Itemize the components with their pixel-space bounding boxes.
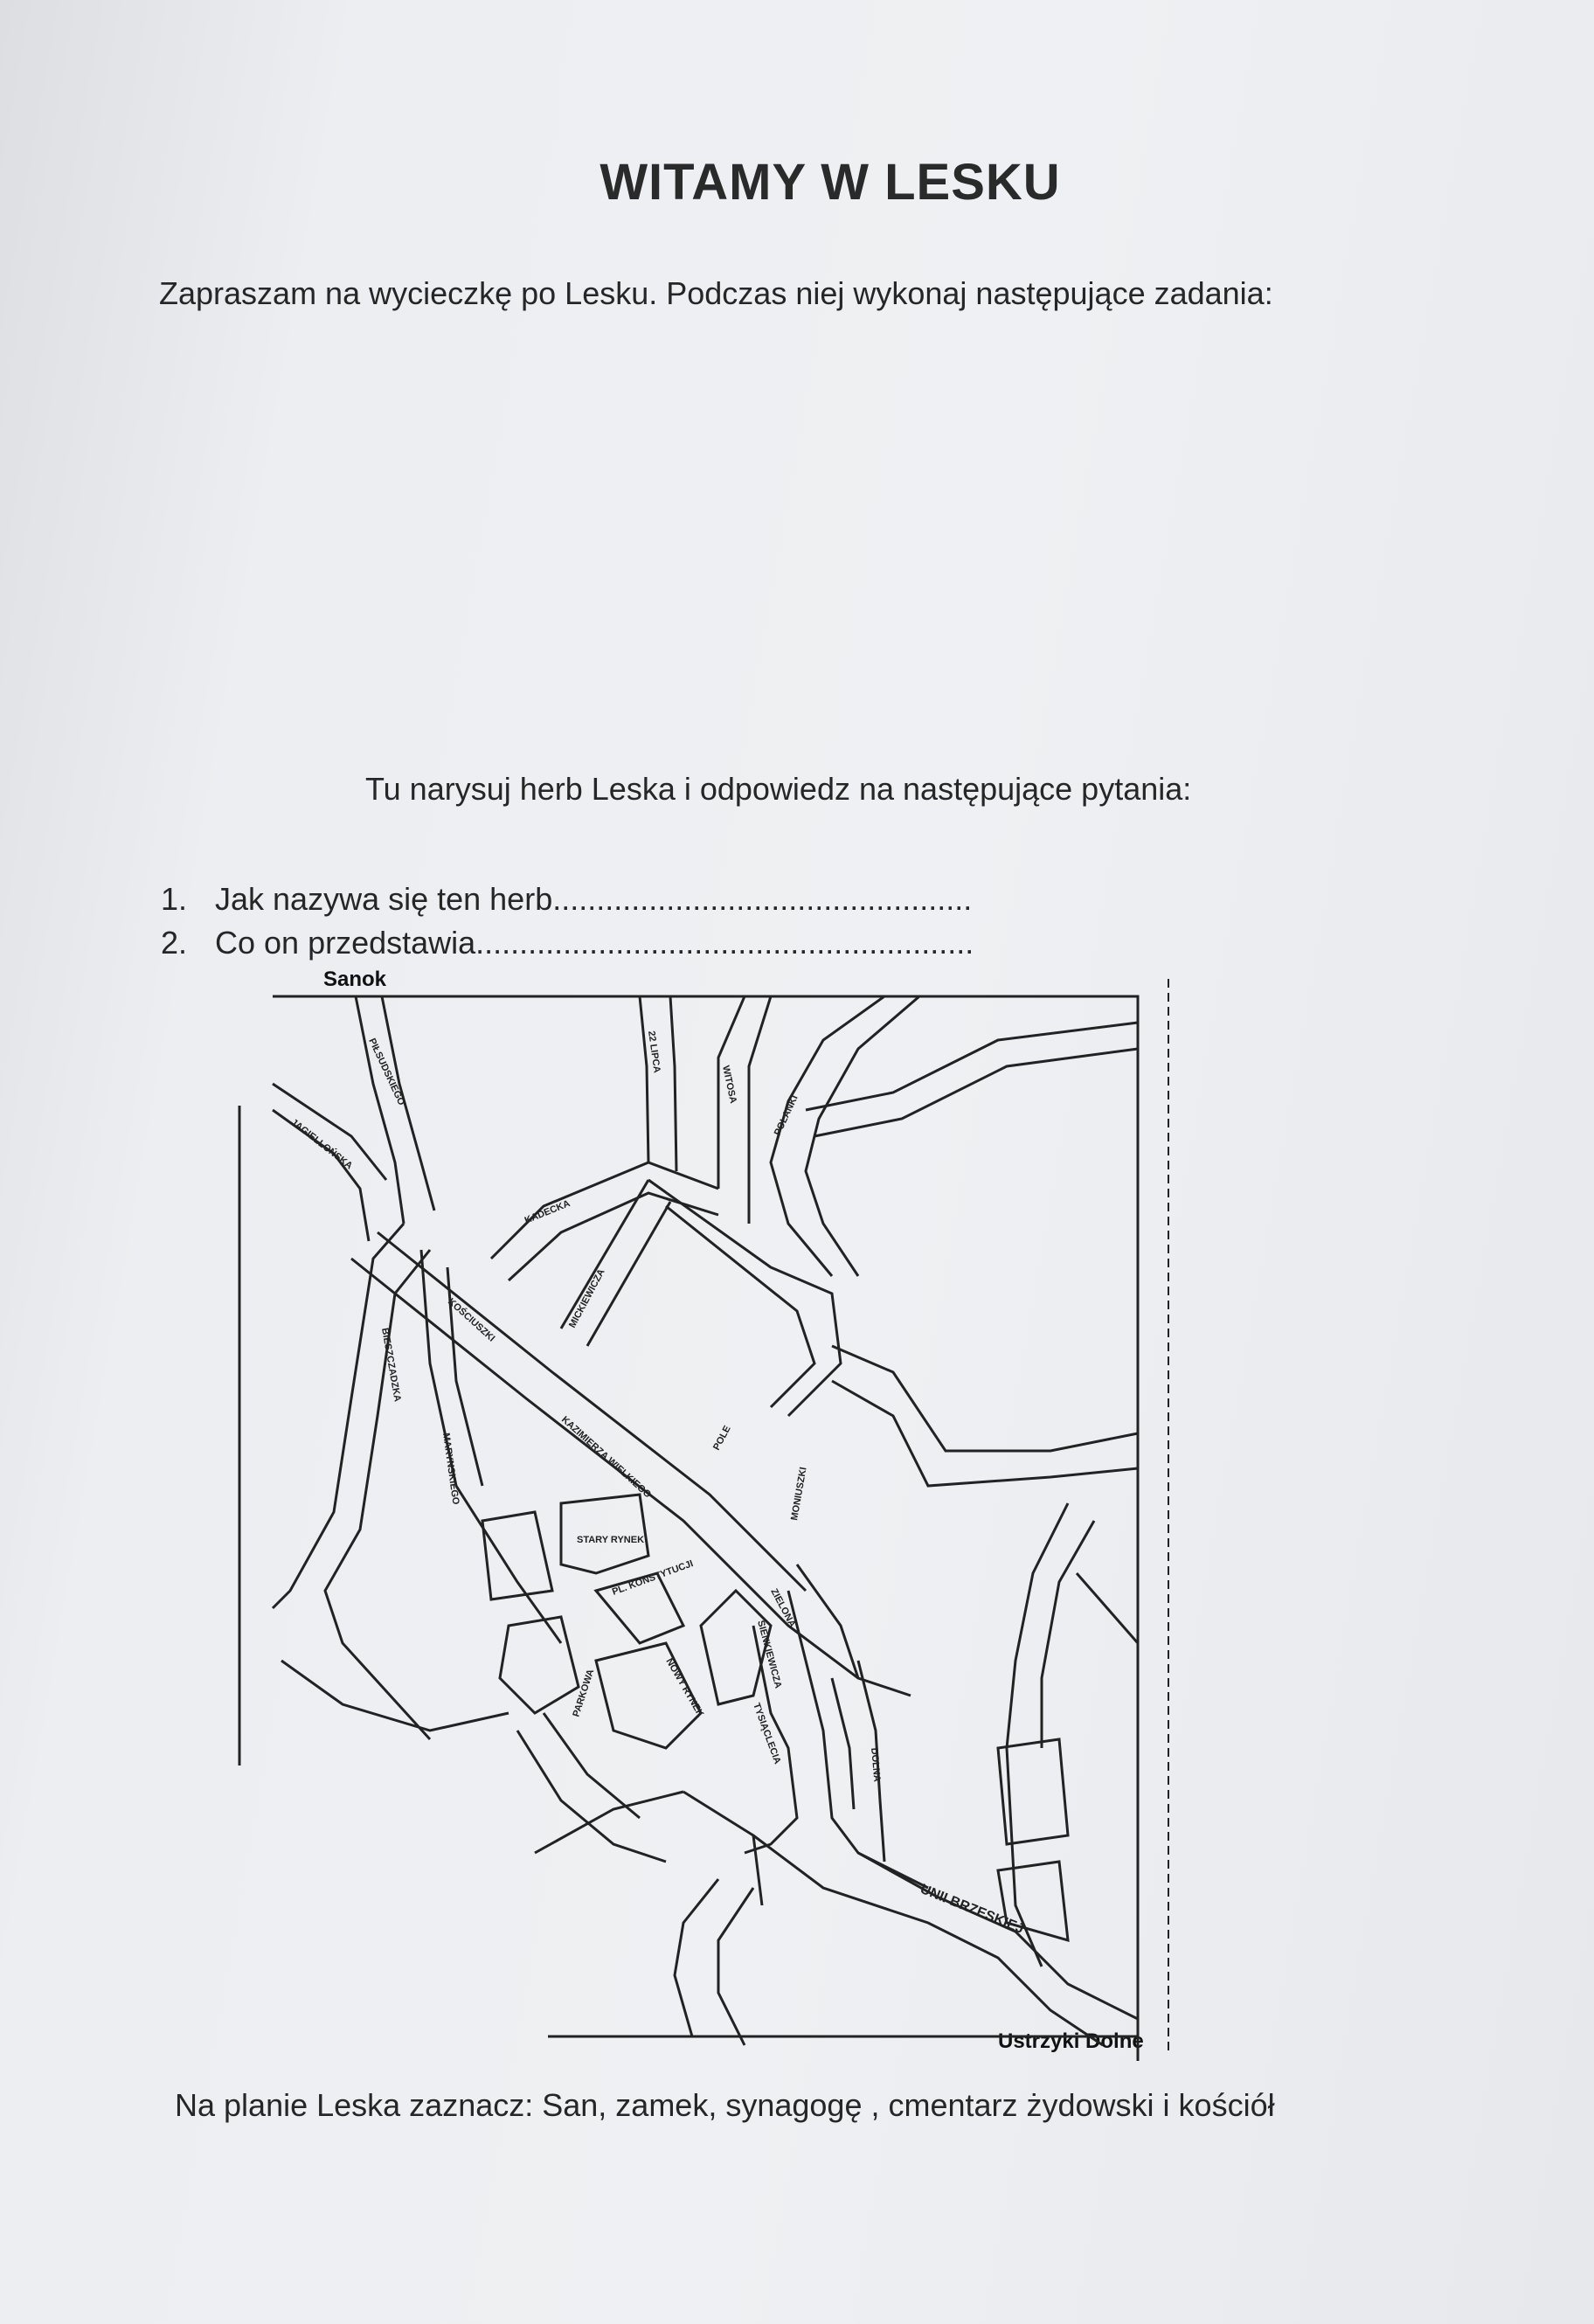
street-pole: POLE xyxy=(711,1424,733,1452)
road-kosciuszki-edge xyxy=(377,1231,807,1592)
block-west-1 xyxy=(481,1510,554,1601)
road-mid-link-edge xyxy=(586,1201,672,1347)
question-text: Jak nazywa się ten herb.................… xyxy=(215,881,973,917)
road-jagiellonska-edge xyxy=(272,1082,388,1181)
road-witosa-edge xyxy=(747,996,773,1224)
block-se-2 xyxy=(996,1860,1070,1943)
block-mid xyxy=(699,1588,773,1706)
street-pilsudskiego: PIŁSUDSKIEGO xyxy=(366,1037,406,1107)
street-stary-rynek: STARY RYNEK xyxy=(577,1535,644,1545)
road-unii-brzeskiej-edge xyxy=(857,1851,1139,2021)
road-se-branch xyxy=(1075,1572,1140,1644)
street-marynskiego: MARYNSKIEGO xyxy=(440,1433,461,1506)
road-ne-edge xyxy=(804,995,920,1277)
street-tysiaclecia: TYSIĄCLECIA xyxy=(751,1702,782,1766)
road-mid-link xyxy=(559,1179,650,1329)
street-moniuszki: MONIUSZKI xyxy=(789,1467,809,1522)
road-east-main-edge xyxy=(831,1379,1139,1488)
road-zielona xyxy=(795,1564,860,1679)
question-number: 2. xyxy=(161,925,188,961)
street-polanki: POLANKI xyxy=(773,1093,800,1137)
road-wyczolkowskiego xyxy=(534,1790,684,1855)
road-pole-edge xyxy=(665,1204,816,1409)
road-west-south xyxy=(281,1659,509,1732)
street-kazimierza: KAZIMIERZA WIELKIEGO xyxy=(559,1414,654,1500)
road-pilsudskiego xyxy=(354,996,405,1224)
road-pilsudskiego-south xyxy=(419,1249,563,1644)
road-jagiellonska xyxy=(272,1108,371,1242)
block-se-1 xyxy=(996,1738,1070,1846)
road-dolna-edge xyxy=(830,1677,856,1810)
road-pole xyxy=(648,1178,842,1418)
road-ne xyxy=(769,995,885,1277)
question-2: 2. Co on przedstawia.....................… xyxy=(161,925,974,961)
street-witosa: WITOSA xyxy=(720,1065,738,1104)
road-pilsudskiego-edge xyxy=(380,996,436,1211)
street-maja: 22 LIPCA xyxy=(646,1030,662,1074)
road-pilsudskiego-south-edge xyxy=(446,1266,484,1487)
street-kadecka: KADECKA xyxy=(523,1198,572,1226)
road-sw-edge xyxy=(542,1712,641,1820)
block-nowy-rynek xyxy=(594,1641,703,1750)
block-west-2 xyxy=(498,1615,580,1715)
street-nowy-rynek: NOWY RYNEK xyxy=(663,1657,705,1719)
road-east-main xyxy=(831,1344,1139,1453)
block-stary-rynek xyxy=(559,1493,650,1575)
drawing-prompt: Tu narysuj herb Leska i odpowiedz na nas… xyxy=(365,771,1192,807)
intro-text: Zapraszam na wycieczkę po Lesku. Podczas… xyxy=(159,275,1273,311)
road-dolna xyxy=(856,1660,886,1863)
road-east-top-edge xyxy=(814,1047,1139,1138)
street-jagiellonska: JAGIELLOŃSKA xyxy=(288,1116,355,1171)
road-south-2 xyxy=(673,1878,720,2037)
road-mickiewicza xyxy=(489,1161,719,1260)
question-1: 1. Jak nazywa się ten herb...............… xyxy=(161,881,972,918)
road-bieszczadzka xyxy=(271,1223,405,1610)
road-se xyxy=(1005,1502,1070,1967)
road-unii-brzeskiej xyxy=(752,1834,1104,2047)
road-kosciuszki xyxy=(350,1257,911,1697)
map-label-north: Sanok xyxy=(323,968,387,991)
question-text: Co on przedstawia.......................… xyxy=(215,925,974,961)
block-market-2 xyxy=(593,1571,686,1645)
road-witosa xyxy=(717,996,746,1189)
road-south xyxy=(683,1790,764,1906)
road-se-edge xyxy=(1040,1520,1096,1748)
road-22-lipca-edge xyxy=(669,996,678,1172)
road-east-top xyxy=(805,1021,1139,1112)
road-bieszczadzka-edge xyxy=(323,1249,432,1741)
page-title: WITAMY W LESKU xyxy=(599,154,1061,211)
street-unii-brzeskiej: UNII BRZESKIEJ xyxy=(918,1882,1026,1937)
map-label-south: Ustrzyki Dolne xyxy=(998,2029,1144,2053)
town-map: PIŁSUDSKIEGO JAGIELLOŃSKA BIESZCZADZKA K… xyxy=(238,979,1169,2061)
question-number: 1. xyxy=(161,881,188,917)
street-bieszczadzka: BIESZCZADZKA xyxy=(379,1327,403,1402)
road-22-lipca xyxy=(638,996,650,1163)
road-south-2-edge xyxy=(717,1887,755,2046)
street-dolna: DOLNA xyxy=(869,1747,882,1782)
road-sw xyxy=(516,1730,667,1863)
road-tysiaclecia-edge xyxy=(787,1590,929,1890)
map-frame xyxy=(238,995,1140,2061)
footer-instruction: Na planie Leska zaznacz: San, zamek, syn… xyxy=(175,2087,1275,2123)
